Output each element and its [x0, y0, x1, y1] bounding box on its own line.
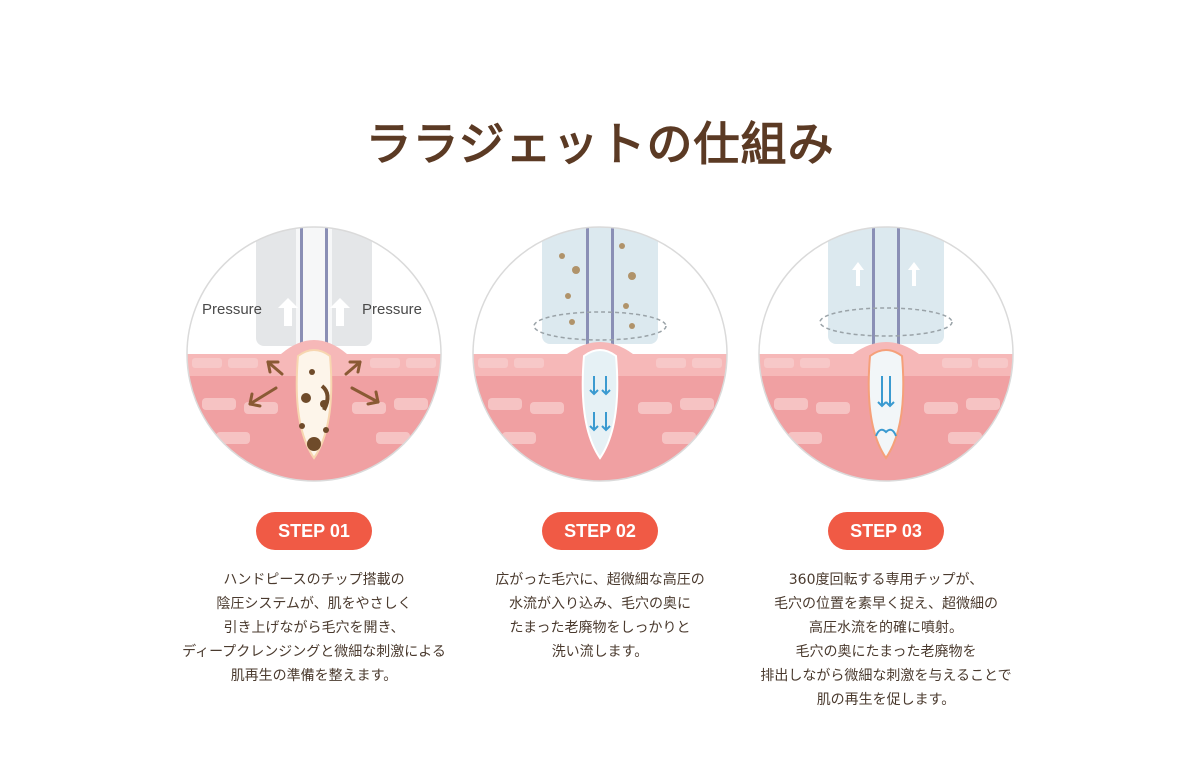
step-02-description: 広がった毛穴に、超微細な高圧の 水流が入り込み、毛穴の奥に たまった老廃物をしっ… — [432, 568, 768, 664]
step-03-badge: STEP 03 — [828, 512, 944, 550]
step-01-description: ハンドピースのチップ搭載の 陰圧システムが、肌をやさしく 引き上げながら毛穴を開… — [146, 568, 482, 688]
pressure-label-left: Pressure — [202, 301, 262, 318]
step-02: STEP 02 広がった毛穴に、超微細な高圧の 水流が入り込み、毛穴の奥に たま… — [472, 226, 728, 660]
description-line: 水流が入り込み、毛穴の奥に — [509, 596, 691, 612]
description-line: 洗い流します。 — [551, 644, 649, 660]
description-line: 肌の再生を促します。 — [816, 692, 956, 708]
description-line: ハンドピースのチップ搭載の — [223, 572, 405, 588]
description-line: ディープクレンジングと微細な刺激による — [182, 644, 446, 660]
description-line: 毛穴の奥にたまった老廃物を — [795, 644, 977, 660]
description-line: 360度回転する専用チップが、 — [788, 572, 984, 588]
description-line: 排出しながら微細な刺激を与えることで — [760, 668, 1012, 684]
step-03-description: 360度回転する専用チップが、 毛穴の位置を素早く捉え、超微細の 高圧水流を的確… — [718, 568, 1054, 712]
step-03: STEP 03 360度回転する専用チップが、 毛穴の位置を素早く捉え、超微細の… — [758, 226, 1014, 708]
step-01-illustration: Pressure Pressure — [186, 226, 442, 482]
description-line: 引き上げながら毛穴を開き、 — [223, 620, 405, 636]
description-line: 高圧水流を的確に噴射。 — [809, 620, 963, 636]
pressure-label-right: Pressure — [362, 301, 422, 318]
step-02-badge: STEP 02 — [542, 512, 658, 550]
description-line: 広がった毛穴に、超微細な高圧の — [495, 572, 705, 588]
step-02-illustration — [472, 226, 728, 482]
step-03-illustration — [758, 226, 1014, 482]
description-line: 陰圧システムが、肌をやさしく — [216, 596, 412, 612]
step-01-badge: STEP 01 — [256, 512, 372, 550]
description-line: 毛穴の位置を素早く捉え、超微細の — [774, 596, 998, 612]
description-line: 肌再生の準備を整えます。 — [230, 668, 398, 684]
step-01: Pressure Pressure STEP 01 ハンドピースのチップ搭載の … — [182, 226, 446, 684]
description-line: たまった老廃物をしっかりと — [509, 620, 691, 636]
page-title: ララジェットの仕組み — [365, 117, 835, 171]
